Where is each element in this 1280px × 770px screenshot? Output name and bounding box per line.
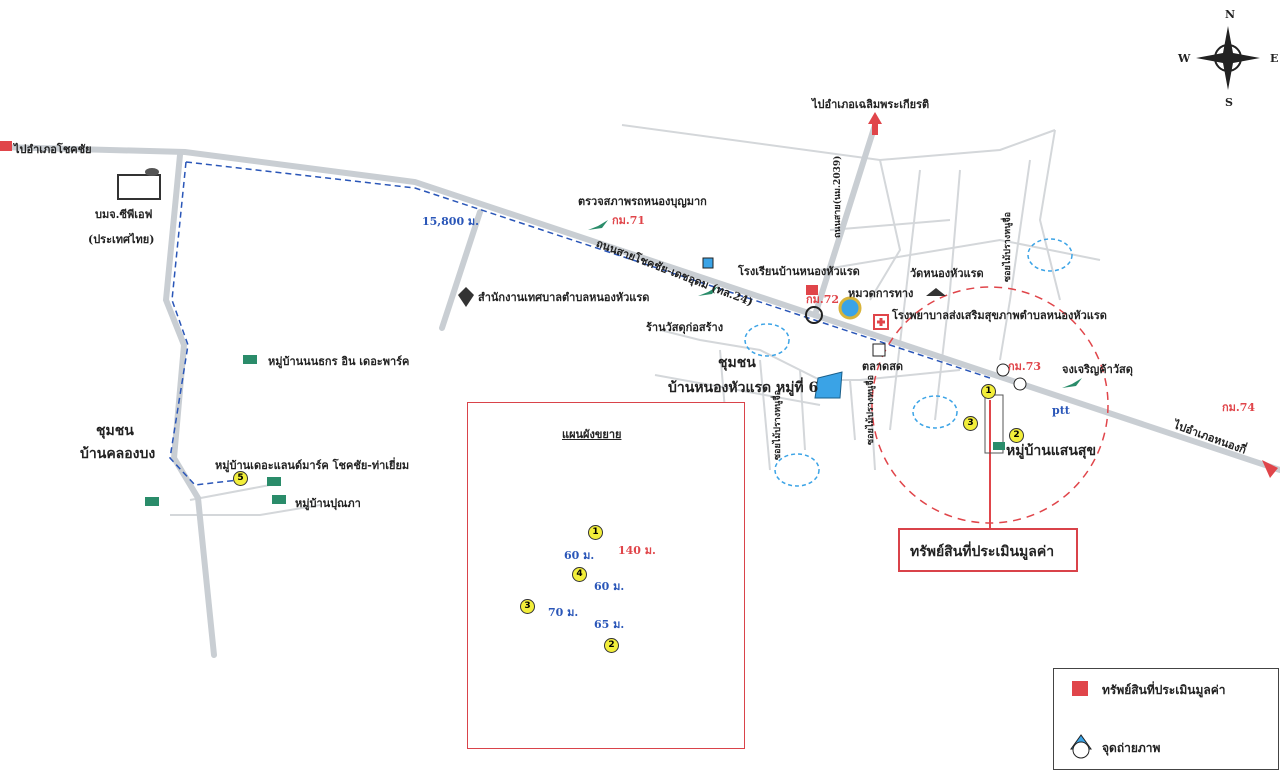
inset-distance-60a: 60 ม. <box>564 549 595 562</box>
gas-station-icon <box>702 257 714 269</box>
property-callout: ทรัพย์สินที่ประเมินมูลค่า <box>898 528 1078 572</box>
route-path <box>169 161 991 486</box>
direction-chok-chai: ไปอำเภอโชคชัย <box>14 143 92 156</box>
arrow-west <box>0 141 12 151</box>
inset-distance-65: 65 ม. <box>594 618 625 631</box>
place-cpf-line2: (ประเทศไทย) <box>88 233 155 246</box>
soi-label-2: ซอยไม้ปรางหนูจื่อ <box>866 374 876 445</box>
km-72: กม.72 <box>806 293 840 306</box>
local-roads <box>170 124 1101 516</box>
place-highway-unit: หมวดการทาง <box>848 287 914 300</box>
place-temple: วัดหนองหัวแรด <box>910 267 984 280</box>
inset-title: แผนผังขยาย <box>562 428 622 441</box>
photo-point-markers <box>996 363 1027 391</box>
inset-point-4: 4 <box>572 567 587 582</box>
inset-point-3: 3 <box>520 599 535 614</box>
market-icon <box>872 343 886 357</box>
legend-property-label: ทรัพย์สินที่ประเมินมูลค่า <box>1102 683 1226 697</box>
inset-point-1: 1 <box>588 525 603 540</box>
point-2: 2 <box>1009 428 1024 443</box>
km-71: กม.71 <box>612 214 646 227</box>
inset-map: แผนผังขยาย 140 ม. 60 ม. 60 ม. 70 ม. 65 ม… <box>467 402 745 749</box>
legend: ทรัพย์สินที่ประเมินมูลค่า จุดถ่ายภาพ <box>1053 668 1279 770</box>
factory-icon <box>117 168 161 200</box>
road-label-nm2039: ถนนสาย(นม.2039) <box>833 155 843 238</box>
point-3: 3 <box>963 416 978 431</box>
inset-distance-140: 140 ม. <box>618 544 656 557</box>
inset-distance-60b: 60 ม. <box>594 580 625 593</box>
village-clusters <box>744 238 1073 487</box>
place-ptt: ptt <box>1052 404 1070 417</box>
place-nontakorn: หมู่บ้านนนธกร อิน เดอะพาร์ค <box>268 355 410 368</box>
legend-property-icon <box>1072 681 1088 696</box>
place-hardware: ร้านวัสดุก่อสร้าง <box>646 321 724 334</box>
highway-unit-icon <box>838 296 862 320</box>
place-landmark: หมู่บ้านเดอะแลนด์มาร์ค โชคชัย-ท่าเยี่ยม <box>215 459 410 472</box>
legend-photo-point-icon <box>1070 734 1092 759</box>
place-inspection: ตรวจสภาพรถหนองบุญมาก <box>578 195 707 208</box>
km-74: กม.74 <box>1222 401 1256 414</box>
inset-distance-70: 70 ม. <box>548 606 579 619</box>
store-icons <box>588 220 1082 388</box>
direction-chaloem: ไปอำเภอเฉลิมพระเกียรติ <box>812 98 930 111</box>
place-municipal: สำนักงานเทศบาลตำบลหนองหัวแรด <box>478 291 650 304</box>
distance-total: 15,800 ม. <box>422 215 480 228</box>
branch-road-municipal <box>439 209 483 331</box>
traffic-light-icon <box>805 306 823 324</box>
property-callout-label: ทรัพย์สินที่ประเมินมูลค่า <box>910 544 1055 560</box>
place-saensuk: หมู่บ้านแสนสุข <box>1006 443 1097 459</box>
legend-photo-point-label: จุดถ่ายภาพ <box>1102 741 1161 755</box>
soi-label-1: ซอยไม้ปรางหนูจื่อ <box>1003 211 1013 282</box>
point-5: 5 <box>233 471 248 486</box>
point-1: 1 <box>981 384 996 399</box>
place-klongbong-line1: ชุมชน <box>96 423 134 439</box>
compass-e: E <box>1270 52 1279 65</box>
compass-s: S <box>1225 96 1233 109</box>
place-jongcharoen: จงเจริญค้าวัสดุ <box>1062 363 1133 376</box>
pond <box>814 371 843 399</box>
place-market: ตลาดสด <box>862 360 904 373</box>
branch-road-west <box>162 152 217 658</box>
highway-24 <box>0 144 1280 473</box>
school-icon <box>806 285 818 295</box>
compass-w: W <box>1178 52 1191 65</box>
garuda-emblem-icon <box>458 287 474 307</box>
arrow-east <box>1262 460 1278 478</box>
place-community6-line1: ชุมชน <box>718 355 756 371</box>
compass-icon <box>1196 26 1260 90</box>
place-hospital: โรงพยาบาลส่งเสริมสุขภาพตำบลหนองหัวแรด <box>892 309 1107 322</box>
hospital-cross <box>877 318 885 326</box>
compass-n: N <box>1225 8 1236 21</box>
place-school: โรงเรียนบ้านหนองหัวแรด <box>738 265 860 278</box>
place-cpf-line1: บมจ.ซีพีเอฟ <box>95 208 153 221</box>
place-klongbong-line2: บ้านคลองบง <box>80 446 156 462</box>
village-icons <box>145 355 1005 506</box>
soi-label-3: ซอยไม้ปรางหนูจื่อ <box>773 389 783 460</box>
inset-point-2: 2 <box>604 638 619 653</box>
road-nm2039 <box>812 122 878 318</box>
km-73: กม.73 <box>1008 360 1042 373</box>
place-community6-line2: บ้านหนองหัวแรด หมู่ที่ 6 <box>668 380 819 396</box>
arrow-north <box>868 112 882 135</box>
place-putka: หมู่บ้านปุณภา <box>295 497 361 510</box>
temple-icon <box>926 288 946 296</box>
